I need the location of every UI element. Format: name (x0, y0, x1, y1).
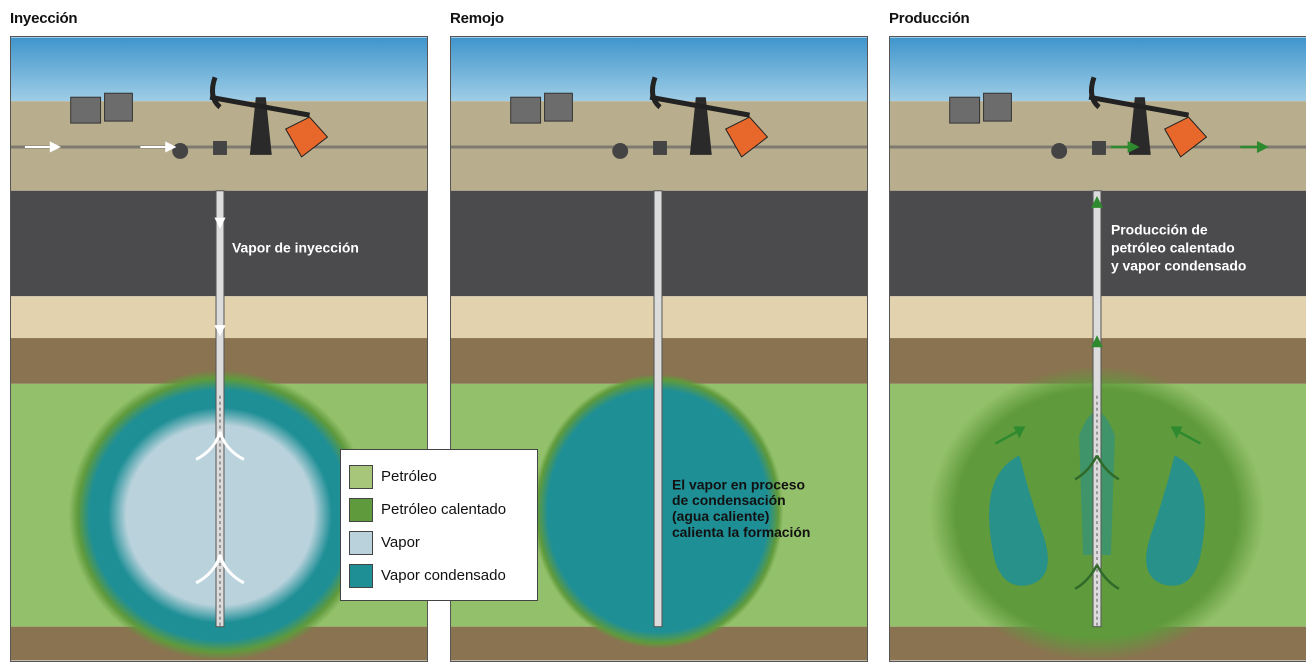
production-panel: Producción de petróleo calentado y vapor… (889, 36, 1306, 662)
injection-panel: Vapor de inyección (10, 36, 428, 662)
legend-swatch-heated-oil (349, 497, 373, 522)
legend-item: Petróleo (349, 460, 529, 493)
wellhead-icon (1051, 141, 1106, 159)
legend-label-heated-oil: Petróleo calentado (381, 501, 507, 518)
panel-title-inyeccion: Inyección (10, 10, 78, 27)
storage-tank-icon (510, 92, 573, 124)
flow-arrow-icon (994, 140, 1269, 445)
legend-item: Vapor (349, 526, 529, 559)
production-flow-icon (1074, 454, 1120, 590)
legend-swatch-oil (349, 464, 373, 489)
storage-tank-icon (70, 92, 133, 124)
pump-jack-icon (649, 76, 769, 158)
legend-swatch-condensed-steam (349, 563, 373, 588)
pump-jack-icon (209, 76, 329, 158)
injection-annotation: Vapor de inyección (232, 239, 359, 255)
legend-item: Vapor condensado (349, 559, 529, 592)
legend-item: Petróleo calentado (349, 493, 529, 526)
steam-spread-icon (195, 431, 245, 585)
legend-label-steam: Vapor (381, 534, 420, 551)
wellhead-icon (612, 141, 667, 159)
production-annotation: Producción de petróleo calentado y vapor… (1111, 222, 1246, 274)
flow-arrow-icon (24, 141, 226, 337)
panel-title-remojo: Remojo (450, 10, 504, 27)
soak-annotation: El vapor en proceso de condensación (agu… (672, 476, 811, 540)
panel-title-produccion: Producción (889, 10, 970, 27)
legend-label-oil: Petróleo (381, 468, 437, 485)
legend: Petróleo Petróleo calentado Vapor Vapor … (340, 449, 538, 601)
legend-label-condensed-steam: Vapor condensado (381, 567, 506, 584)
legend-swatch-steam (349, 530, 373, 555)
pump-jack-icon (1088, 76, 1208, 158)
storage-tank-icon (949, 92, 1012, 124)
